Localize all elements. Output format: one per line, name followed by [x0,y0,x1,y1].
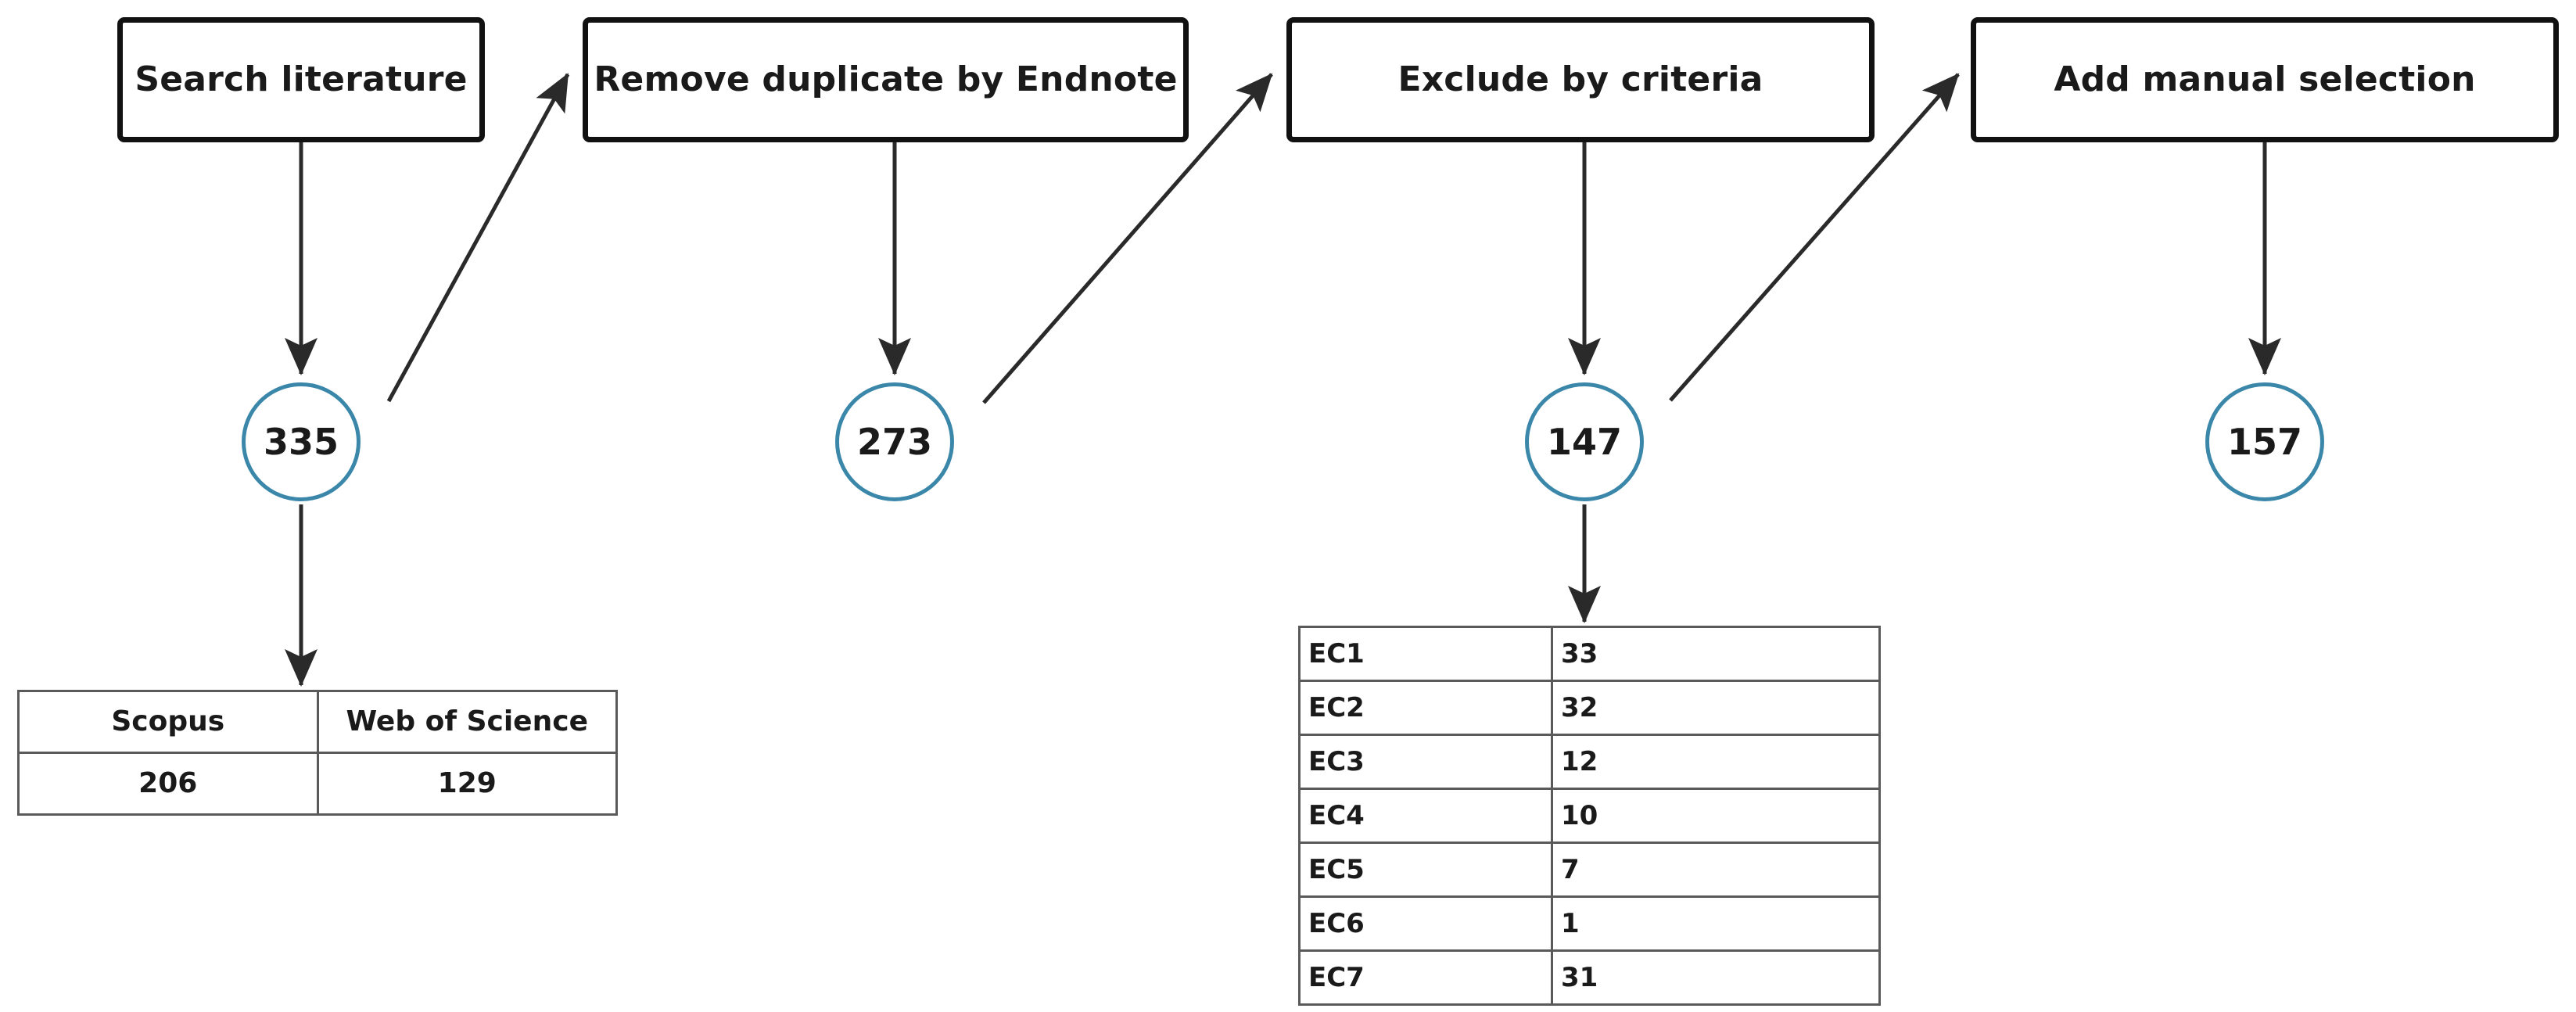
table-row-values: 206 129 [17,752,618,816]
count-circle-label: 335 [263,421,339,463]
table-row: EC5 7 [1298,842,1881,898]
stage-box-label: Search literature [135,59,468,99]
sources-value-web-of-science: 129 [316,752,618,816]
count-circle-label: 157 [2226,421,2303,463]
criteria-value: 7 [1551,842,1881,898]
sources-value-scopus: 206 [17,752,319,816]
table-row: EC7 31 [1298,949,1881,1006]
table-row: EC1 33 [1298,626,1881,682]
stage-box-label: Add manual selection [2054,59,2476,99]
criteria-key: EC4 [1298,788,1553,844]
table-row: EC3 12 [1298,734,1881,790]
sources-table: Scopus Web of Science 206 129 [17,690,618,816]
criteria-value: 32 [1551,680,1881,736]
stage-box-label: Remove duplicate by Endnote [594,59,1178,99]
criteria-key: EC1 [1298,626,1553,682]
criteria-key: EC5 [1298,842,1553,898]
criteria-key: EC6 [1298,895,1553,952]
count-circle-search-literature[interactable]: 335 [242,382,361,501]
count-circle-add-manual-selection[interactable]: 157 [2205,382,2324,501]
criteria-table: EC1 33 EC2 32 EC3 12 EC4 10 EC5 7 EC6 1 [1298,626,1881,1006]
criteria-value: 12 [1551,734,1881,790]
count-circle-label: 273 [856,421,933,463]
criteria-value: 33 [1551,626,1881,682]
table-row: EC2 32 [1298,680,1881,736]
stage-box-add-manual-selection[interactable]: Add manual selection [1971,17,2559,142]
criteria-value: 10 [1551,788,1881,844]
criteria-value: 31 [1551,949,1881,1006]
table-row: EC6 1 [1298,895,1881,952]
table-row-headers: Scopus Web of Science [17,690,618,754]
criteria-value: 1 [1551,895,1881,952]
stage-box-label: Exclude by criteria [1397,59,1763,99]
count-circle-remove-duplicate[interactable]: 273 [835,382,954,501]
stage-box-remove-duplicate[interactable]: Remove duplicate by Endnote [583,17,1189,142]
count-circle-exclude-by-criteria[interactable]: 147 [1525,382,1644,501]
count-circle-label: 147 [1546,421,1623,463]
table-row: EC4 10 [1298,788,1881,844]
criteria-key: EC7 [1298,949,1553,1006]
sources-header-web-of-science: Web of Science [316,690,618,754]
criteria-key: EC2 [1298,680,1553,736]
sources-header-scopus: Scopus [17,690,319,754]
stage-box-search-literature[interactable]: Search literature [117,17,485,142]
criteria-key: EC3 [1298,734,1553,790]
stage-box-exclude-by-criteria[interactable]: Exclude by criteria [1286,17,1875,142]
